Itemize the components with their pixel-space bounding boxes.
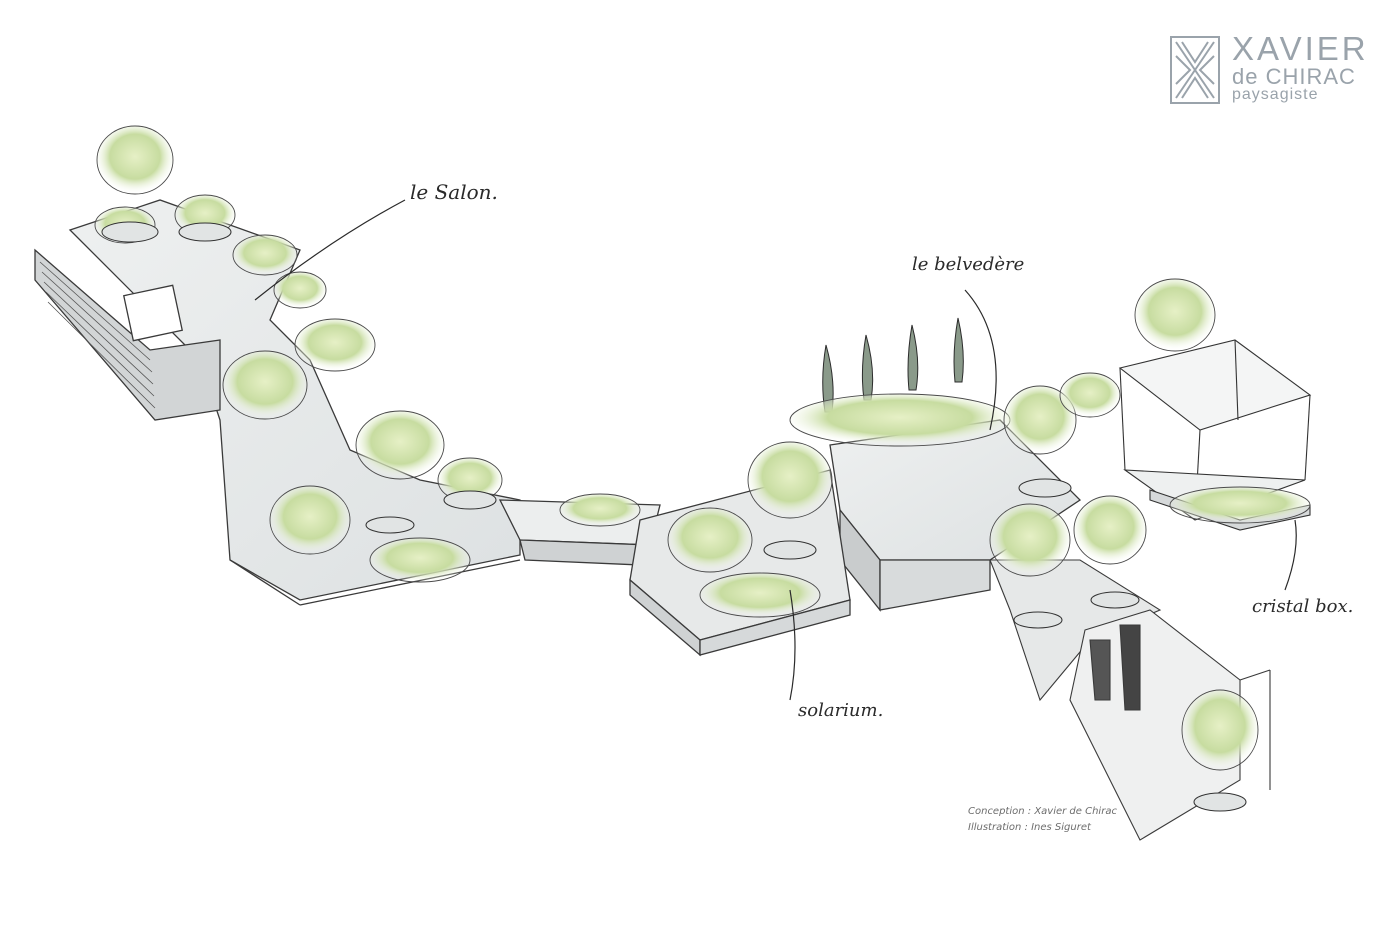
label-belvedere: le belvedère bbox=[912, 254, 1025, 275]
credits: Conception : Xavier de Chirac Illustrati… bbox=[968, 804, 1117, 836]
logo-monogram-icon bbox=[1170, 36, 1220, 104]
planters bbox=[101, 221, 1247, 812]
logo-name-line1: XAVIER bbox=[1232, 30, 1369, 67]
label-cristal-box: cristal box. bbox=[1252, 596, 1354, 617]
leader-lines bbox=[254, 199, 1297, 701]
label-salon: le Salon. bbox=[410, 180, 498, 204]
brand-logo: XAVIER de CHIRAC paysagiste bbox=[1168, 30, 1378, 110]
credit-illustration: Illustration : Ines Siguret bbox=[968, 822, 1091, 833]
foliage bbox=[94, 125, 1311, 771]
credit-conception: Conception : Xavier de Chirac bbox=[968, 806, 1117, 817]
logo-name-line2: de CHIRAC bbox=[1232, 64, 1356, 89]
cypress-row bbox=[822, 317, 964, 413]
label-solarium: solarium. bbox=[798, 700, 884, 721]
logo-subtitle: paysagiste bbox=[1232, 86, 1319, 103]
